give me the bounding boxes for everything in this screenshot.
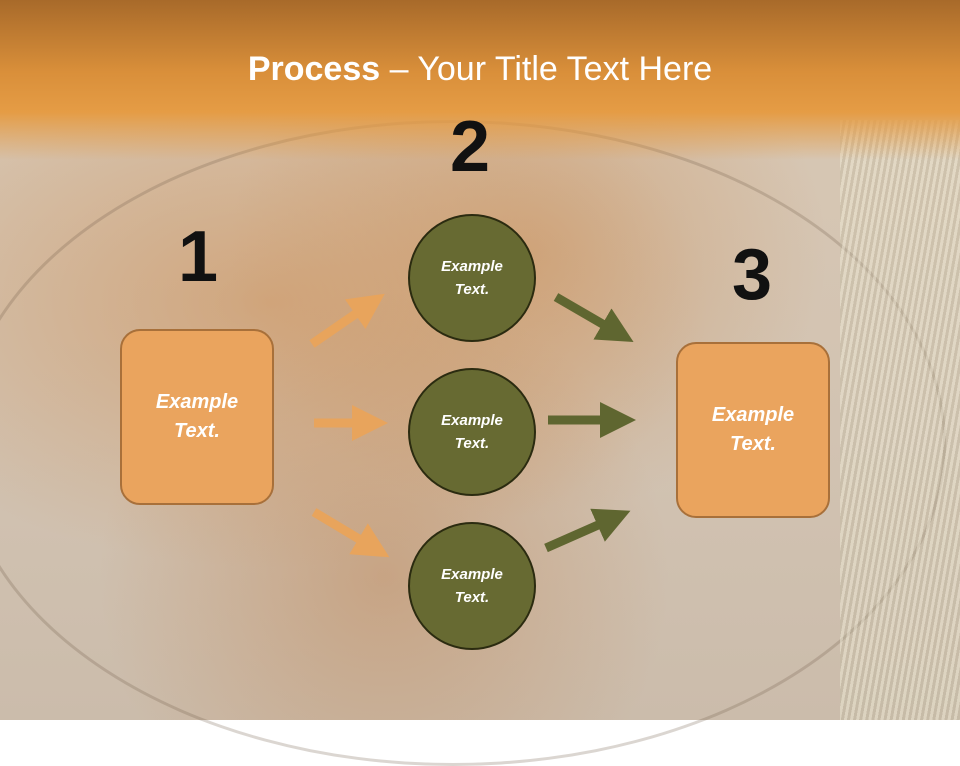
step-2-circle-middle: Example Text. — [408, 368, 536, 496]
arrow-1-to-bottom — [311, 508, 390, 558]
step-2-circle-bottom: Example Text. — [408, 522, 536, 650]
step-1-box: Example Text. — [120, 329, 274, 505]
slide-title: Process – Your Title Text Here — [0, 50, 960, 89]
title-bold: Process — [247, 50, 381, 88]
arrow-top-to-3 — [553, 293, 634, 343]
circle-middle-text: Example Text. — [441, 412, 503, 452]
arrow-bottom-to-3 — [544, 508, 631, 553]
circle-top-text: Example Text. — [441, 258, 503, 298]
step-number-1: 1 — [178, 217, 219, 297]
step-3-box: Example Text. — [676, 342, 830, 518]
title-banner — [0, 0, 960, 160]
title-rest: – Your Title Text Here — [380, 50, 713, 88]
step-number-2: 2 — [450, 107, 491, 187]
arrows-layer — [309, 293, 636, 558]
arrow-1-to-top — [309, 293, 385, 348]
step-2-circle-top: Example Text. — [408, 214, 536, 342]
circle-bottom-text: Example Text. — [441, 566, 503, 606]
step-3-text: Example Text. — [711, 404, 795, 455]
step-1-text: Example Text. — [155, 391, 239, 442]
step-number-3: 3 — [732, 235, 773, 315]
tablecloth-texture — [840, 120, 960, 720]
